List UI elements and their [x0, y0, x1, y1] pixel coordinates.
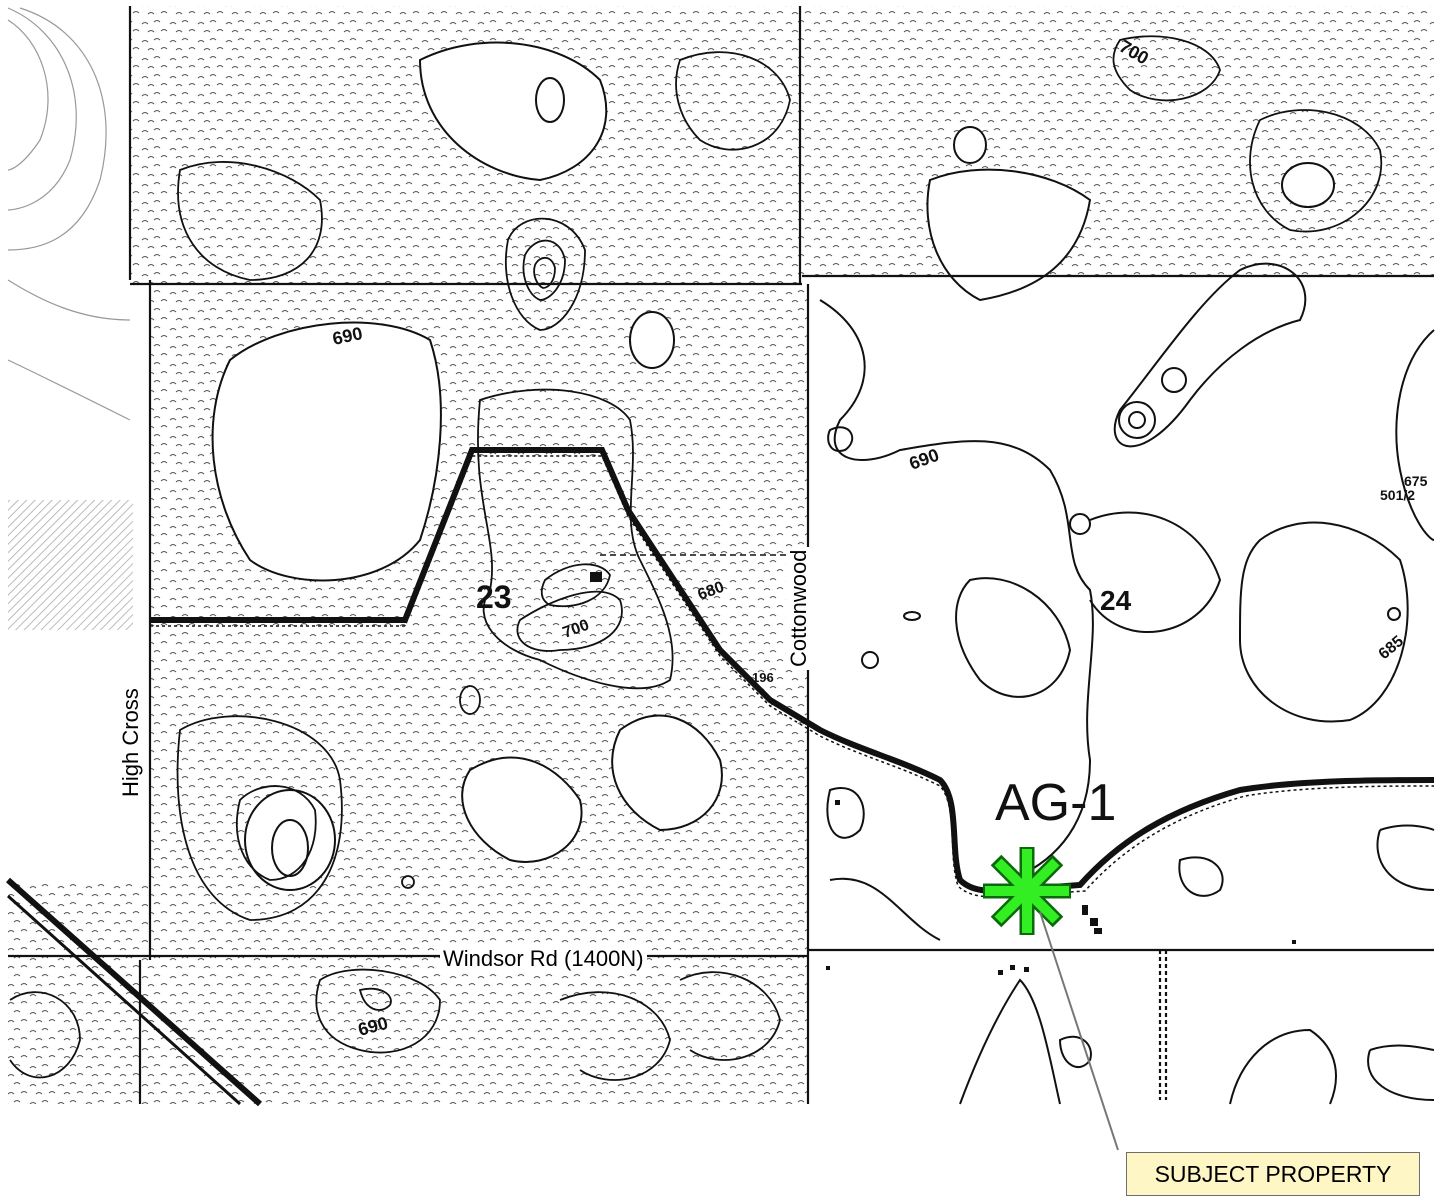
section-23: 23	[476, 579, 512, 615]
topo-upper-left	[7, 7, 131, 421]
stipple-bottom	[8, 956, 808, 1104]
contour-islands	[211, 41, 1335, 891]
section-lines	[8, 6, 1434, 1104]
contour-lines	[819, 262, 1435, 1105]
section-24: 24	[1100, 585, 1132, 616]
contour-label-675: 675	[1404, 473, 1428, 489]
subject-property-marker	[983, 847, 1071, 935]
buildings	[590, 572, 1296, 975]
subject-property-callout: SUBJECT PROPERTY	[1126, 1152, 1420, 1196]
callout-leader	[1039, 911, 1119, 1151]
map-text: AG-1 23 24 690 690 690 700 700 680 685 6…	[331, 36, 1428, 1040]
zoning-label: AG-1	[995, 774, 1116, 832]
road-label-high-cross: High Cross	[118, 685, 144, 800]
highway	[6, 877, 262, 1107]
road-label-cottonwood: Cottonwood	[786, 546, 812, 670]
stipple-ne	[802, 6, 1434, 276]
hatch-left	[8, 500, 133, 630]
contour-label-196: 196	[752, 670, 774, 685]
stipple-left	[8, 880, 148, 960]
contour-label-501: 501/2	[1380, 487, 1415, 503]
road-label-windsor: Windsor Rd (1400N)	[440, 946, 647, 972]
